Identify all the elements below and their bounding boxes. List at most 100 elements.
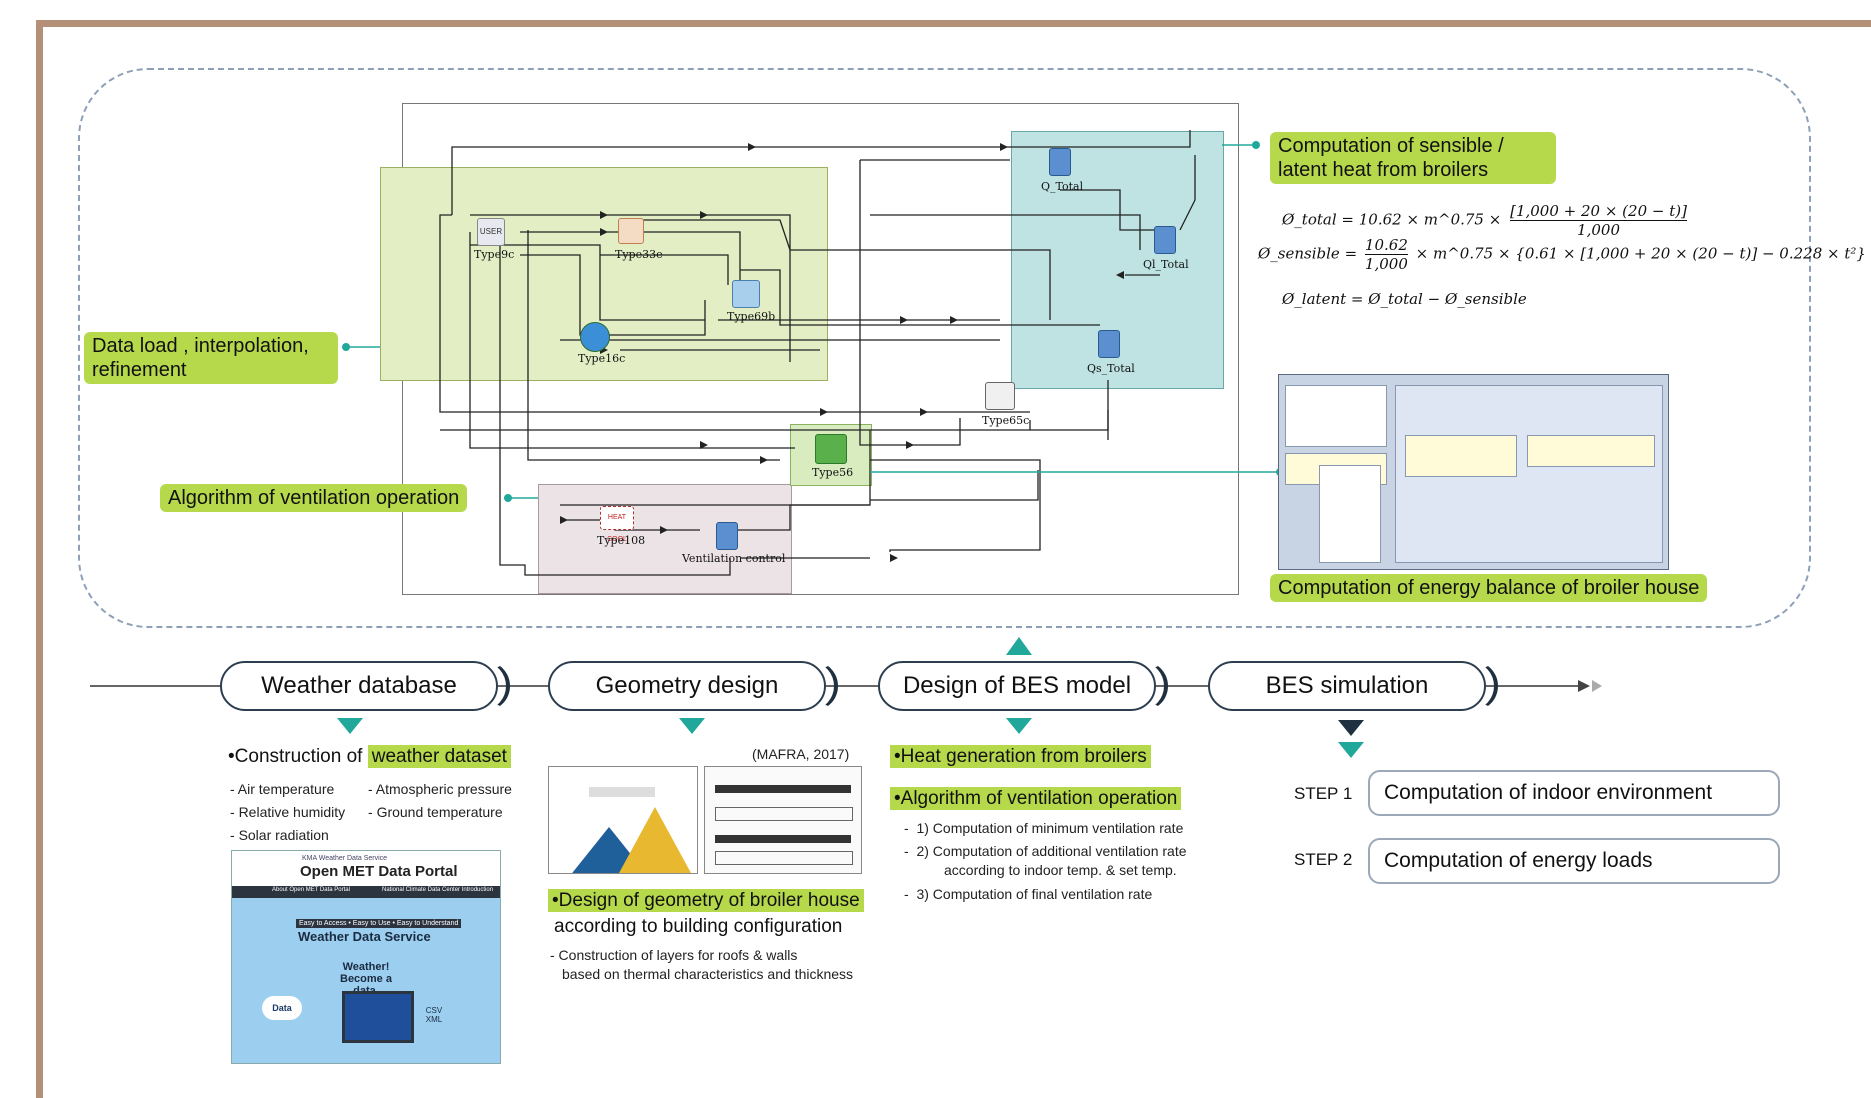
stage-bes-model-label: Design of BES model (902, 672, 1132, 699)
sensible-latent-callout: Computation of sensible / latent heat fr… (1270, 132, 1556, 184)
down-arrow-geometry (679, 718, 705, 734)
type33e-label: Type33e (615, 248, 663, 261)
down-arrow-weather (337, 718, 363, 734)
bes-step-3: - 3) Computation of final ventilation ra… (904, 886, 1153, 902)
energy-balance-text: Computation of energy balance of broiler… (1278, 577, 1700, 599)
type69b-icon (732, 280, 760, 308)
portal-title: Open MET Data Portal (300, 863, 458, 880)
model-boundary (78, 68, 1811, 628)
weather-heading-prefix: •Construction of (228, 746, 363, 767)
bes-step-2b: according to indoor temp. & set temp. (944, 862, 1177, 878)
eq-sensible-den: 1,000 (1364, 255, 1408, 273)
eq-sensible-lhs: Ø_sensible = (1258, 244, 1358, 263)
energy-balance-callout: Computation of energy balance of broiler… (1270, 574, 1708, 602)
equation-sensible: Ø_sensible = 10.62 1,000 × m^0.75 × {0.6… (1258, 236, 1866, 273)
ventilation-control-icon (716, 522, 738, 550)
weather-item-3: Ground temperature (376, 804, 503, 820)
stage-weather-database: Weather database (220, 661, 510, 711)
stage-bes-model: Design of BES model (878, 661, 1168, 711)
sim-step2-label: STEP 2 (1294, 850, 1353, 869)
down-arrow-sim-navy (1338, 720, 1364, 736)
portal-data-label: Data (272, 1003, 292, 1013)
type16c-icon (580, 322, 610, 352)
bes-step-2-text: 2) Computation of additional ventilation… (916, 843, 1187, 859)
bes-vent-algo-text: •Algorithm of ventilation operation (890, 787, 1182, 810)
equation-latent: Ø_latent = Ø_total − Ø_sensible (1282, 290, 1527, 308)
bes-step-1: - 1) Computation of minimum ventilation … (904, 820, 1184, 836)
sensible-latent-text: Computation of sensible / latent heat fr… (1278, 135, 1504, 181)
weather-portal-screenshot: KMA Weather Data Service Open MET Data P… (231, 850, 501, 1064)
weather-item-ground: - Ground temperature (368, 804, 503, 820)
weather-item-1: Atmospheric pressure (375, 781, 512, 797)
bes-step-1-text: 1) Computation of minimum ventilation ra… (916, 820, 1184, 836)
geometry-note-1: - Construction of layers for roofs & wal… (550, 947, 798, 963)
eq-sensible-rhs: × m^0.75 × {0.61 × [1,000 + 20 × (20 − t… (1415, 244, 1866, 263)
energy-balance-screenshot (1278, 374, 1669, 570)
sim-step1-box: Computation of indoor environment (1368, 770, 1780, 816)
equation-total: Ø_total = 10.62 × m^0.75 × [1,000 + 20 ×… (1282, 202, 1687, 239)
down-arrow-sim (1338, 742, 1364, 758)
portal-data-cloud: Data (262, 996, 302, 1020)
portal-csv: CSV XML (425, 1006, 443, 1024)
sim-step1-text: Computation of indoor environment (1384, 781, 1713, 804)
weather-item-0: Air temperature (237, 781, 335, 797)
ventilation-region (538, 484, 792, 594)
weather-heading: •Construction of weather dataset (228, 745, 511, 768)
q-total-icon (1049, 148, 1071, 176)
q-total-label: Q_Total (1041, 180, 1084, 193)
geometry-source: (MAFRA, 2017) (752, 746, 850, 762)
type33e-icon (618, 218, 644, 244)
geometry-heading: •Design of geometry of broiler house acc… (548, 888, 864, 940)
ventilation-control-label: Ventilation control (682, 552, 786, 565)
type9c-label: Type9c (474, 248, 515, 261)
eq-total-den: 1,000 (1577, 221, 1620, 239)
type16c-label: Type16c (578, 352, 626, 365)
portal-tab-2: National Climate Data Center Introductio… (382, 887, 494, 893)
eq-sensible-num: 10.62 (1364, 236, 1408, 255)
portal-tagline: Easy to Access • Easy to Use • Easy to U… (296, 919, 462, 928)
portal-small: KMA Weather Data Service (302, 855, 388, 862)
type69b-label: Type69b (727, 310, 776, 323)
weather-item-air-temp: - Air temperature (230, 781, 335, 797)
ql-total-label: Ql_Total (1143, 258, 1189, 271)
data-load-text: Data load , interpolation, refinement (92, 335, 309, 381)
weather-heading-highlight: weather dataset (367, 745, 511, 768)
bes-heat-gen-text: •Heat generation from broilers (890, 745, 1151, 768)
bes-vent-algo: •Algorithm of ventilation operation (890, 787, 1182, 810)
type56-icon (815, 434, 847, 464)
down-arrow-bes (1006, 718, 1032, 734)
eq-total-lhs: Ø_total = 10.62 × m^0.75 × (1282, 210, 1502, 229)
sim-step2-box: Computation of energy loads (1368, 838, 1780, 884)
up-arrow-bes (1006, 637, 1032, 655)
weather-item-4: Solar radiation (238, 827, 329, 843)
portal-monitor (342, 991, 414, 1043)
qs-total-label: Qs_Total (1087, 362, 1135, 375)
type65c-icon (985, 382, 1015, 410)
stage-bes-simulation: BES simulation (1208, 661, 1498, 711)
ventilation-algo-text: Algorithm of ventilation operation (168, 487, 460, 509)
bes-heat-gen: •Heat generation from broilers (890, 745, 1151, 768)
type108-icon: HEAT COOL (600, 506, 634, 543)
stage-bes-simulation-label: BES simulation (1265, 672, 1429, 699)
weather-item-humidity: - Relative humidity (230, 804, 346, 820)
data-load-callout: Data load , interpolation, refinement (84, 332, 338, 384)
geometry-note-2: based on thermal characteristics and thi… (562, 966, 854, 982)
eq-total-num: [1,000 + 20 × (20 − t)] (1510, 202, 1687, 221)
type108-label: Type108 (597, 534, 646, 547)
type9c-icon: USER (477, 218, 505, 246)
bes-step-3-text: 3) Computation of final ventilation rate (916, 886, 1153, 902)
geometry-heading-rest: according to building configuration (554, 916, 843, 937)
stage-weather-label: Weather database (261, 672, 457, 699)
portal-service: Weather Data Service (298, 929, 431, 944)
weather-item-2: Relative humidity (238, 804, 346, 820)
outer-frame (36, 20, 1871, 1098)
eq-latent-text: Ø_latent = Ø_total − Ø_sensible (1282, 290, 1527, 308)
type56-label: Type56 (812, 466, 854, 479)
ventilation-algo-callout: Algorithm of ventilation operation (160, 484, 468, 512)
portal-tab-1: About Open MET Data Portal (272, 887, 350, 893)
geometry-image-right (704, 766, 862, 874)
geometry-heading-highlight: •Design of geometry of broiler house (548, 889, 864, 912)
qs-total-icon (1098, 330, 1120, 358)
type65c-label: Type65c (982, 414, 1030, 427)
